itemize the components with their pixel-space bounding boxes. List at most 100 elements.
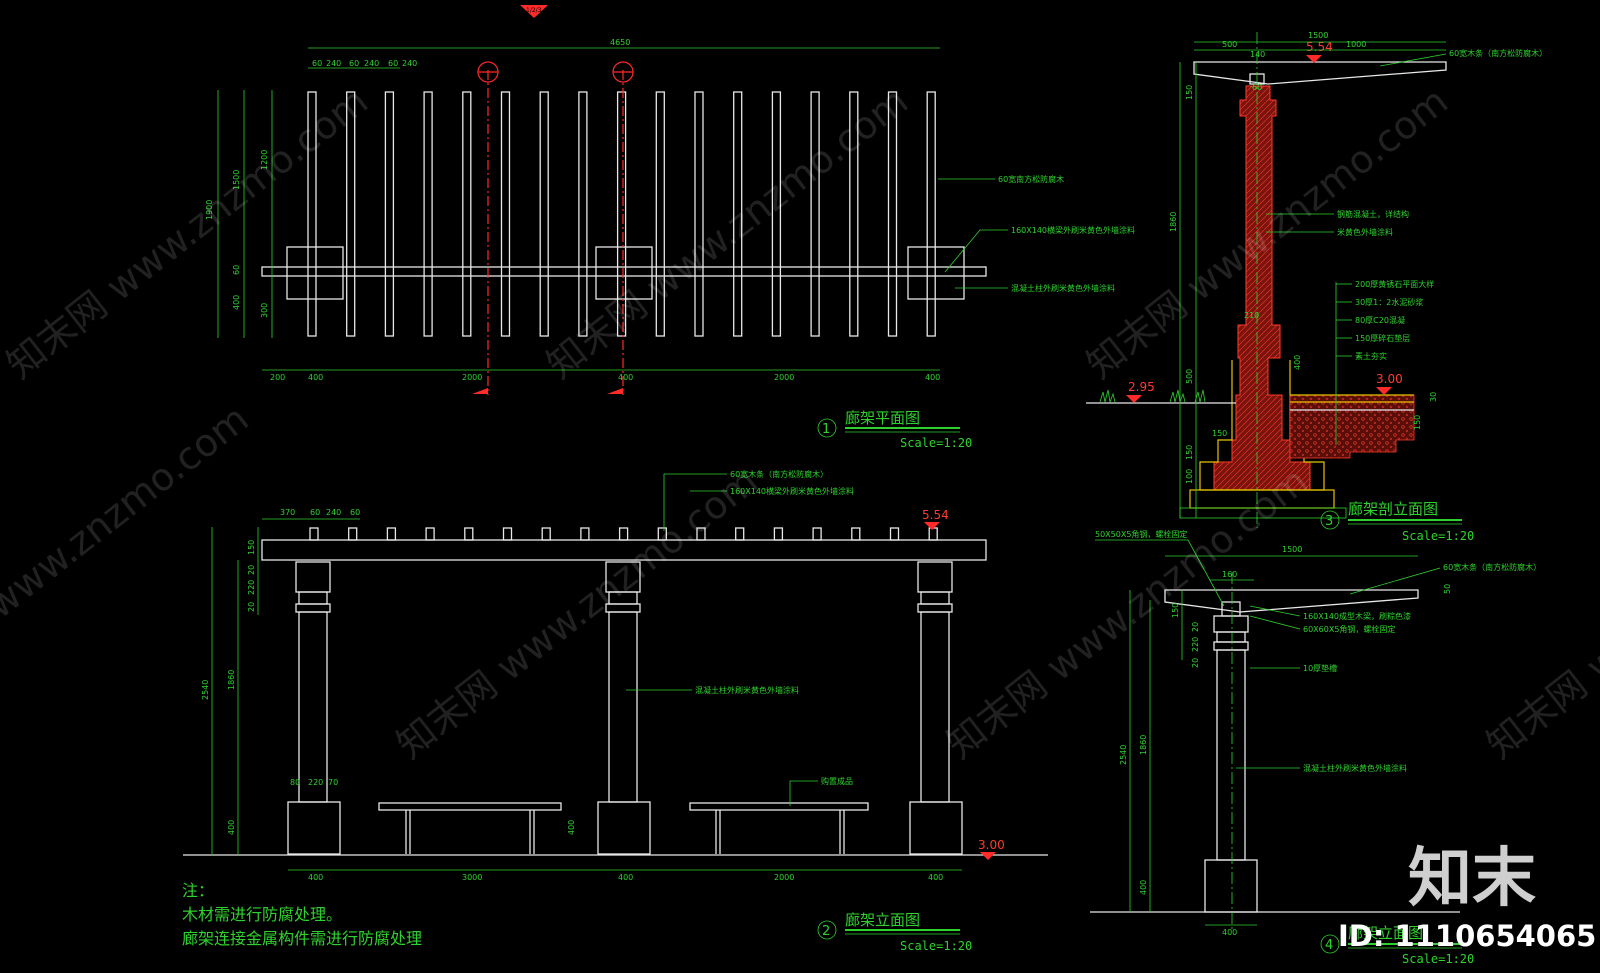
elev-slat [851,527,861,541]
brand-logo: 知末 [1408,842,1536,916]
plan-slat [616,91,627,337]
section-note-4: 200厚黄锈石平面大样 [1355,279,1434,289]
section-dim-t3: 1000 [1346,40,1366,49]
elev-dim-l8: 80 [290,778,300,787]
elev-slat [386,527,397,541]
plan-dim-t1: 60 [312,59,322,68]
plan-note-1: 60宽南方松防腐木 [998,174,1064,184]
elev-slat [580,527,590,541]
elev-slat [696,527,706,541]
plan-dim-t3: 60 [349,59,359,68]
section-scale: Scale=1:20 [1402,529,1474,543]
plan-dim-t4: 240 [364,59,379,68]
elev-dim-l6: 220 [247,580,256,595]
elev-slat [348,527,358,541]
elev-slat [773,527,784,541]
plan-slat [733,91,743,337]
elev-dim-l4: 150 [247,540,256,555]
grass-icon [1099,389,1206,404]
elev-dim-b5: 400 [928,873,943,882]
section-dim-t1: 1500 [1308,31,1328,40]
section-level-top: 5.54 [1306,40,1333,54]
plan-dim-b4: 400 [618,373,633,382]
section-note-8: 素土夯实 [1355,351,1387,361]
side-title: 廊架立面图 [1348,924,1423,942]
section-dim-t5: 60 [1252,83,1262,92]
elev-note-3: 混凝土柱外刷米黄色外墙涂料 [695,685,799,695]
elev-slat [541,527,551,541]
plan-dim-b1: 200 [270,373,285,382]
watermark-6: 知末网 www.znzmo.com [938,459,1316,767]
plan-slat [346,91,356,337]
section-dim-l3: 150 [1185,85,1194,100]
plan-note-2: 160X140横梁外刷米黄色外墙涂料 [1011,225,1135,235]
side-scale: Scale=1:20 [1402,952,1474,966]
side-dim-l1: 2540 [1119,745,1128,765]
plan-slat [423,91,433,337]
elev-dim-t2: 60 [310,508,320,517]
plan-slat [771,91,782,337]
section-dim-t4: 140 [1250,50,1265,59]
plan-slat [810,91,820,337]
side-column [1216,649,1246,861]
side-dim-b1: 400 [1222,928,1237,937]
side-elevation: 1500 160 2540 1860 400 150 20 220 20 50 … [1090,529,1541,966]
top-level-marker [520,5,548,18]
section-pavement [1289,394,1415,459]
elev-slat [735,527,745,541]
notes-line-1: 木材需进行防腐处理。 [182,905,342,924]
plan-dim-t6: 240 [402,59,417,68]
elev-note-1: 60宽木条（南方松防腐木） [730,469,828,479]
elev-slat [502,527,513,541]
plan-slat [578,91,588,337]
elev-slat [425,527,435,541]
watermark-2: 知末网 www.znzmo.com [538,79,916,387]
plan-dim-l5: 400 [232,295,241,310]
section-note-7: 150厚碎石垫层 [1355,333,1410,343]
section-dim-l8: 400 [1293,355,1302,370]
section-note-6: 80厚C20混凝 [1355,315,1405,325]
side-roof-beam [1164,589,1419,613]
elev-slat [309,527,319,541]
section-arrow-2 [607,388,623,394]
side-note-2: 60宽木条（南方松防腐木） [1443,562,1541,572]
plan-dim-l1: 1900 [205,200,214,220]
elev-dim-l5: 20 [247,565,256,575]
elev-dim-l10: 70 [328,778,338,787]
plan-dim-l6: 300 [260,303,269,318]
elev-dim-b4: 2000 [774,873,794,882]
general-notes: 注： 木材需进行防腐处理。 廊架连接金属构件需进行防腐处理 [182,881,422,948]
section-dim-l5: 100 [1185,469,1194,484]
side-dim-l7: 20 [1191,658,1200,668]
plan-title: 廊架平面图 [845,409,920,427]
elev-slat [657,527,667,541]
elev-dim-t3: 240 [326,508,341,517]
side-note-6: 混凝土柱外刷米黄色外墙涂料 [1303,763,1407,773]
side-title-circle [1320,934,1340,954]
elev-dim-l9: 220 [308,778,323,787]
plan-view: 1/2/3 4650 60 240 60 240 60 240 1900 150… [205,5,1135,450]
section-roof-beam [1193,61,1447,85]
side-dim-l8: 50 [1443,584,1452,594]
elev-column-right [909,561,963,855]
plan-dim-t5: 60 [388,59,398,68]
elev-dim-b3: 400 [618,873,633,882]
section-elevation: 5.54 2.95 3.00 1500 500 1000 140 60 1860… [1086,31,1547,543]
section-dim-l1: 1860 [1169,212,1178,232]
watermark-7: 知末网 www.znzmo.com [1478,459,1600,767]
watermark-5: 知末网 www.znzmo.com [388,459,766,767]
elev-slat [889,527,900,541]
elev-dim-t1: 370 [280,508,295,517]
section-dim-t2: 500 [1222,40,1237,49]
elev-level-ground: 3.00 [978,838,1005,852]
elev-slats [309,527,938,541]
elev-dim-b1: 400 [308,873,323,882]
elev-dim-b2: 3000 [462,873,482,882]
side-note-1: 50X50X5角钢，螺栓固定 [1095,529,1187,539]
side-footing [1204,859,1258,913]
side-dim-l5: 20 [1191,622,1200,632]
elev-dim-l2: 1860 [227,670,236,690]
plan-dim-b3: 2000 [462,373,482,382]
elev-title: 廊架立面图 [845,911,920,929]
